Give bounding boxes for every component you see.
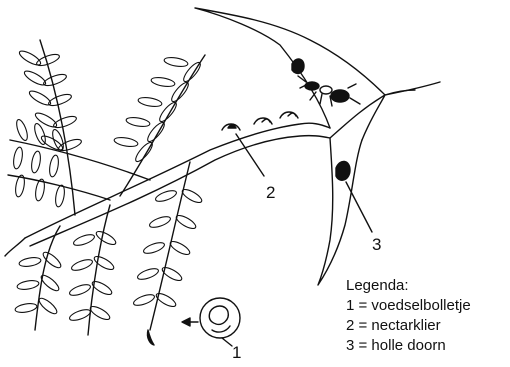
thorn-entrance-hole (292, 59, 304, 74)
callout-3-leader (346, 182, 372, 232)
pinna-rachis (88, 205, 110, 335)
callout-2-label: 2 (266, 183, 275, 202)
callout-3-label: 3 (372, 235, 381, 254)
legend-title: Legenda: (346, 277, 409, 294)
food-body-arrow-head (182, 318, 190, 326)
main-branch-lower-edge (30, 136, 330, 246)
pinna-rachis (120, 55, 205, 196)
thorn-entrance-hole (336, 161, 350, 180)
food-body-detail (209, 306, 228, 324)
callout-1-label: 1 (232, 343, 241, 362)
thorn-upper-arm (195, 8, 385, 128)
legend-item-2: 2 = nectarklier (346, 317, 441, 334)
legend-item-1: 1 = voedselbolletje (346, 297, 471, 314)
leaflets (12, 49, 203, 323)
pinna-rachis (5, 238, 25, 256)
nectar-glands (222, 112, 298, 130)
food-body-detail (212, 326, 230, 332)
food-body-tip (147, 330, 154, 345)
thorn-lower-arm (318, 138, 362, 285)
ant-figure (298, 76, 360, 106)
callout-2-leader (236, 134, 264, 176)
legend-item-3: 3 = holle doorn (346, 337, 446, 354)
thorn-right-spine (385, 82, 440, 95)
legend: Legenda: 1 = voedselbolletje 2 = nectark… (346, 277, 471, 354)
callout-1-leader (222, 338, 232, 346)
